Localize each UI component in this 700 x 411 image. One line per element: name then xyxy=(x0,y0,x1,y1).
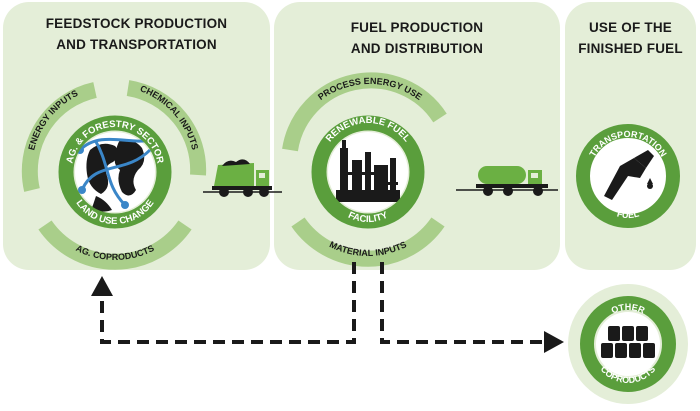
feedstock-arcs xyxy=(21,80,207,270)
chemical-inputs-arc xyxy=(126,80,207,176)
fuel-nozzle-icon xyxy=(604,150,654,200)
arrow-to-feedstock xyxy=(100,262,356,344)
tanker-truck-icon xyxy=(476,166,548,196)
facility-arcs xyxy=(282,72,447,267)
fuel-production-panel: FUEL PRODUCTION AND DISTRIBUTION xyxy=(274,2,560,270)
facility-label: FACILITY xyxy=(346,210,390,226)
energy-inputs-arc xyxy=(21,82,97,192)
other-label: OTHER xyxy=(610,302,647,316)
material-inputs-arc xyxy=(291,217,445,267)
arrowhead-up-icon xyxy=(91,276,113,296)
arrow-to-other-coproducts xyxy=(380,262,546,344)
process-energy-arc xyxy=(282,72,447,152)
other-coproducts-ring xyxy=(580,296,676,392)
feedstock-panel-title: FEEDSTOCK PRODUCTION AND TRANSPORTATION xyxy=(45,16,228,52)
facility-ring xyxy=(311,115,425,229)
globe-icon xyxy=(75,132,155,212)
refinery-icon xyxy=(336,140,400,202)
coproduct-flow-arrows xyxy=(100,262,546,344)
dump-truck-icon xyxy=(212,159,272,197)
transportation-ring xyxy=(576,124,680,228)
ag-coproducts-arc xyxy=(38,220,192,270)
fuel-label: FUEL xyxy=(616,208,641,220)
fuel-production-panel-title: FUEL PRODUCTION AND DISTRIBUTION xyxy=(350,20,484,56)
fuel-use-panel-title: USE OF THE FINISHED FUEL xyxy=(578,20,683,56)
barrels-icon xyxy=(601,326,655,358)
feedstock-ring xyxy=(58,115,172,229)
arrowhead-right-icon xyxy=(544,331,564,353)
